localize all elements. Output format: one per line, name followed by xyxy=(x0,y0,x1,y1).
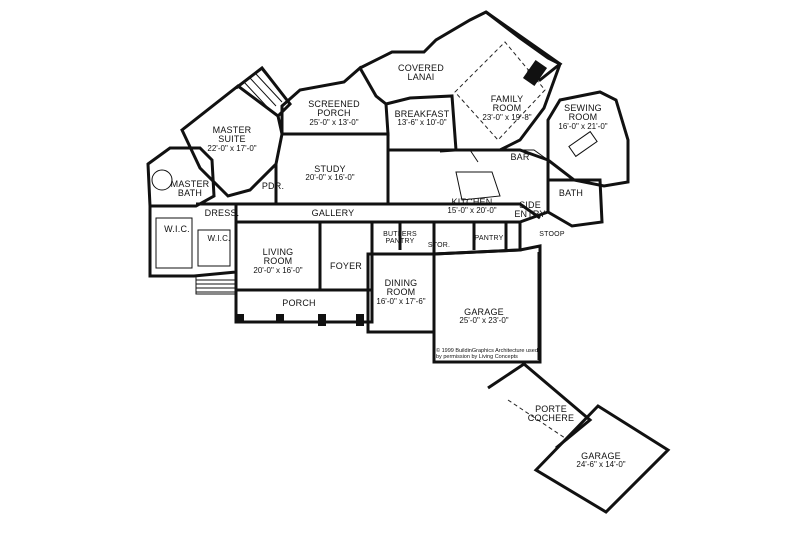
room-name: BAR xyxy=(510,152,530,162)
label-sewing-room: SEWING ROOM 16'-0" x 21'-0" xyxy=(558,103,608,131)
kitchen-island xyxy=(455,171,501,201)
porch-column-1 xyxy=(236,314,244,322)
label-garage-main: GARAGE 25'-0" x 23'-0" xyxy=(459,307,509,326)
label-covered-lanai: COVERED LANAI xyxy=(398,63,444,83)
room-name: BUTLERS PANTRY xyxy=(383,231,417,246)
fireplace xyxy=(522,59,548,87)
copyright-note: © 1999 BuildinGraphics Architecture used… xyxy=(436,348,538,361)
credit-line-1: © 1999 BuildinGraphics Architecture used xyxy=(436,348,538,354)
label-porch: PORCH xyxy=(282,298,316,308)
label-wic-1: W.I.C. xyxy=(164,224,190,234)
label-study: STUDY 20'-0" x 16'-0" xyxy=(305,164,355,183)
credit-line-2: by permission by Living Concepts xyxy=(436,354,518,361)
sewing-room-outline xyxy=(546,90,630,188)
room-name: PANTRY xyxy=(474,235,504,242)
room-name: GALLERY xyxy=(311,208,355,218)
garage-main-outline xyxy=(432,244,542,364)
bar-counter xyxy=(439,149,549,163)
porte-cochere-outline xyxy=(487,362,593,450)
room-dims: 20'-0" x 16'-0" xyxy=(253,265,303,275)
room-name: SEWING ROOM xyxy=(564,103,602,123)
room-name: FAMILY ROOM xyxy=(490,94,524,114)
label-side-entry: SIDE ENTRY xyxy=(514,200,546,220)
room-dims: 25'-0" x 23'-0" xyxy=(459,316,509,326)
room-name: BREAKFAST xyxy=(394,109,450,119)
room-name: DINING ROOM xyxy=(384,278,418,298)
room-name: STOR. xyxy=(427,242,451,249)
room-name: BATH xyxy=(558,188,584,198)
room-name: FOYER xyxy=(329,261,363,271)
service-rooms-outline xyxy=(372,220,522,256)
room-dims: 13'-6" x 10'-0" xyxy=(397,118,447,128)
label-kitchen: KITCHEN 15'-0" x 20'-0" xyxy=(447,197,497,216)
room-dims: 15'-0" x 20'-0" xyxy=(447,206,497,216)
stair-treads xyxy=(243,69,287,111)
entry-steps xyxy=(195,276,236,295)
label-wic-2: W.I.C. xyxy=(207,234,231,243)
room-name: MASTER SUITE xyxy=(212,125,252,145)
family-room-outline xyxy=(485,10,562,152)
wic-1-shelves xyxy=(155,217,193,269)
room-dims: 22'-0" x 17'-0" xyxy=(207,143,257,153)
room-name: W.I.C. xyxy=(164,224,190,234)
room-name: PORTE COCHERE xyxy=(527,404,575,424)
master-bath-outline xyxy=(146,146,216,208)
room-name: LIVING ROOM xyxy=(262,247,294,267)
room-dims: 20'-0" x 16'-0" xyxy=(305,173,355,183)
tub xyxy=(151,169,173,191)
sewing-table xyxy=(568,130,598,158)
room-name: STUDY xyxy=(314,164,346,174)
left-wing-outline xyxy=(148,202,238,278)
porch-column-4 xyxy=(356,314,364,326)
room-name: PORCH xyxy=(282,298,316,308)
lanai-outline xyxy=(359,10,563,82)
label-gallery: GALLERY xyxy=(311,208,355,218)
label-master-suite: MASTER SUITE 22'-0" x 17'-0" xyxy=(207,125,257,153)
room-name: PDR. xyxy=(261,181,285,191)
label-butlers-pantry: BUTLERS PANTRY xyxy=(383,231,417,246)
label-pantry: PANTRY xyxy=(475,235,504,242)
room-dims: 24'-6" x 14'-0" xyxy=(576,460,626,470)
room-name: SCREENED PORCH xyxy=(308,99,360,119)
garage-detached-outline xyxy=(533,404,671,514)
foyer-outline xyxy=(320,220,374,292)
room-name: COVERED LANAI xyxy=(398,63,444,83)
porch-column-3 xyxy=(318,314,326,326)
label-stor: STOR. xyxy=(428,242,450,249)
bath-outline xyxy=(546,178,604,228)
room-name: GARAGE xyxy=(581,451,621,461)
label-master-bath: MASTER BATH xyxy=(170,179,210,199)
label-bar: BAR xyxy=(510,152,530,162)
label-dining-room: DINING ROOM 16'-0" x 17'-6" xyxy=(376,278,426,306)
family-room-ceiling-dash xyxy=(454,41,546,141)
label-porte-cochere: PORTE COCHERE xyxy=(527,404,575,424)
room-name: STOOP xyxy=(539,231,565,238)
label-bath: BATH xyxy=(558,188,584,198)
label-screened-porch: SCREENED PORCH 25'-0" x 13'-0" xyxy=(308,99,360,127)
label-breakfast: BREAKFAST 13'-6" x 10'-0" xyxy=(394,109,450,128)
room-name: W.I.C. xyxy=(207,234,231,243)
room-dims: 25'-0" x 13'-0" xyxy=(309,117,359,127)
label-pdr: PDR. xyxy=(261,181,285,191)
label-foyer: FOYER xyxy=(329,261,363,271)
wic-2-shelves xyxy=(197,229,231,267)
porte-cochere-dash xyxy=(507,399,569,441)
label-family-room: FAMILY ROOM 23'-0" x 19'-8" xyxy=(482,94,532,122)
room-dims: 23'-0" x 19'-8" xyxy=(482,112,532,122)
label-dress: DRESS. xyxy=(204,208,240,218)
room-name: GARAGE xyxy=(464,307,504,317)
room-dims: 16'-0" x 21'-0" xyxy=(558,121,608,131)
room-name: MASTER BATH xyxy=(170,179,210,199)
porch-outline xyxy=(234,290,374,324)
room-name: DRESS. xyxy=(204,208,240,218)
label-living-room: LIVING ROOM 20'-0" x 16'-0" xyxy=(253,247,303,275)
porch-column-2 xyxy=(276,314,284,322)
label-stoop: STOOP xyxy=(539,231,564,238)
label-garage-detached: GARAGE 24'-6" x 14'-0" xyxy=(576,451,626,470)
room-name: KITCHEN xyxy=(451,197,493,207)
room-dims: 16'-0" x 17'-6" xyxy=(376,296,426,306)
room-name: SIDE ENTRY xyxy=(514,200,546,220)
